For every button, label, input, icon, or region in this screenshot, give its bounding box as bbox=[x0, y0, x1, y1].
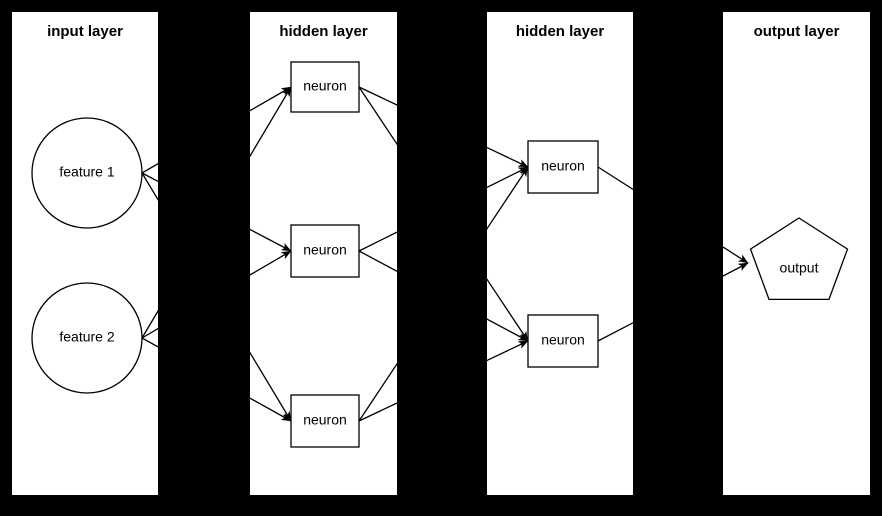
layer-panel-output: output layer bbox=[723, 12, 870, 495]
layer-panel-input: input layer bbox=[12, 12, 158, 495]
edges bbox=[141, 86, 749, 422]
layer-title-input: input layer bbox=[47, 23, 123, 40]
layer-panel-hidden1: hidden layer bbox=[250, 12, 397, 495]
layer-title-hidden2: hidden layer bbox=[515, 23, 605, 40]
layer-panel-hidden2: hidden layer bbox=[487, 12, 633, 495]
layer-title-hidden1: hidden layer bbox=[279, 23, 368, 40]
layer-title-output: output layer bbox=[753, 23, 840, 40]
